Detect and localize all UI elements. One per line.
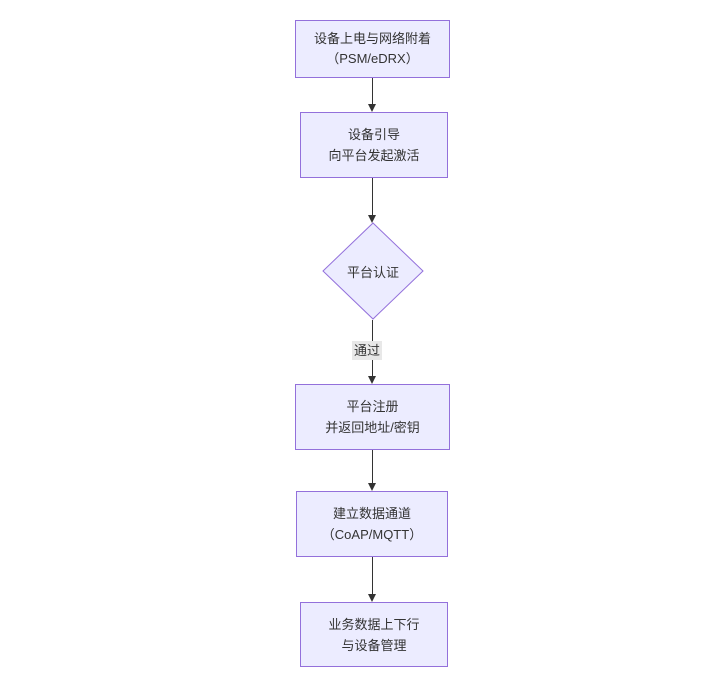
edge-line: [372, 557, 373, 595]
edge-line: [372, 178, 373, 217]
node-text-line: （PSM/eDRX）: [326, 51, 419, 66]
diamond-shape: [322, 222, 424, 320]
node-data-channel: 建立数据通道 （CoAP/MQTT）: [296, 491, 448, 557]
edge-label-pass: 通过: [352, 341, 383, 360]
arrowhead-icon: [368, 215, 376, 223]
node-platform-auth-decision: 平台认证: [322, 222, 424, 320]
node-text-line: 与设备管理: [341, 637, 407, 653]
node-text-line: 业务数据上下行: [328, 616, 420, 632]
edge-line: [372, 78, 373, 105]
node-text-line: 向平台发起激活: [328, 148, 420, 163]
node-text-line: 并返回地址/密钥: [325, 420, 420, 435]
edge-line: [372, 450, 373, 484]
node-text-line: 建立数据通道: [332, 506, 411, 521]
node-text-line: 设备上电与网络附着: [313, 31, 431, 46]
arrowhead-icon: [368, 483, 376, 491]
node-text-line: 设备引导: [347, 127, 400, 142]
node-text-line: 平台认证: [346, 264, 399, 280]
arrowhead-icon: [368, 376, 376, 384]
node-text-line: 平台注册: [346, 399, 399, 414]
arrowhead-icon: [368, 594, 376, 602]
node-device-power-on: 设备上电与网络附着 （PSM/eDRX）: [295, 20, 450, 78]
arrowhead-icon: [368, 104, 376, 112]
node-platform-register: 平台注册 并返回地址/密钥: [295, 384, 450, 450]
node-text-line: （CoAP/MQTT）: [321, 527, 423, 542]
node-device-bootstrap: 设备引导 向平台发起激活: [300, 112, 448, 178]
node-business-data: 业务数据上下行 与设备管理: [300, 602, 448, 667]
